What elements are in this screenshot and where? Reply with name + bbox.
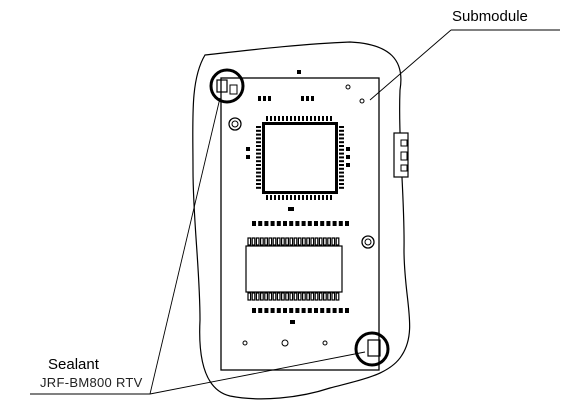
bottom-via-1 bbox=[242, 340, 248, 346]
resistor-row-bottom bbox=[252, 308, 349, 313]
smd-top-mid-group bbox=[301, 96, 314, 101]
submodule-label: Submodule bbox=[452, 8, 528, 25]
resistor-row-top bbox=[252, 221, 349, 226]
sealant-leader-line-2 bbox=[149, 351, 366, 395]
smd-top-marker bbox=[297, 70, 301, 74]
bottom-pad bbox=[290, 320, 295, 324]
side-connector bbox=[393, 132, 409, 178]
sealant-outline bbox=[192, 41, 411, 400]
small-via-1 bbox=[345, 84, 351, 90]
sealant-label: Sealant bbox=[48, 356, 99, 373]
mounting-hole-left bbox=[228, 117, 242, 131]
mounting-hole-left-inner bbox=[231, 120, 239, 128]
small-via-2 bbox=[359, 98, 365, 104]
qfp-chip bbox=[256, 116, 344, 200]
submodule-board bbox=[220, 77, 380, 371]
mounting-hole-right-inner bbox=[364, 238, 372, 246]
sealant-spot-top-left bbox=[209, 68, 245, 104]
chip-side-passives bbox=[246, 147, 350, 211]
mounting-hole-right bbox=[361, 235, 375, 249]
sop-chip bbox=[245, 237, 343, 301]
smd-top-left-group bbox=[258, 96, 271, 101]
sealant-leader-line-1 bbox=[149, 97, 221, 395]
sealant-spot-bottom-right bbox=[354, 331, 390, 367]
sealant-spec-label: JRF-BM800 RTV bbox=[40, 375, 143, 390]
bottom-via-2 bbox=[281, 339, 289, 347]
bottom-via-3 bbox=[322, 340, 328, 346]
submodule-leader-line bbox=[369, 29, 452, 101]
